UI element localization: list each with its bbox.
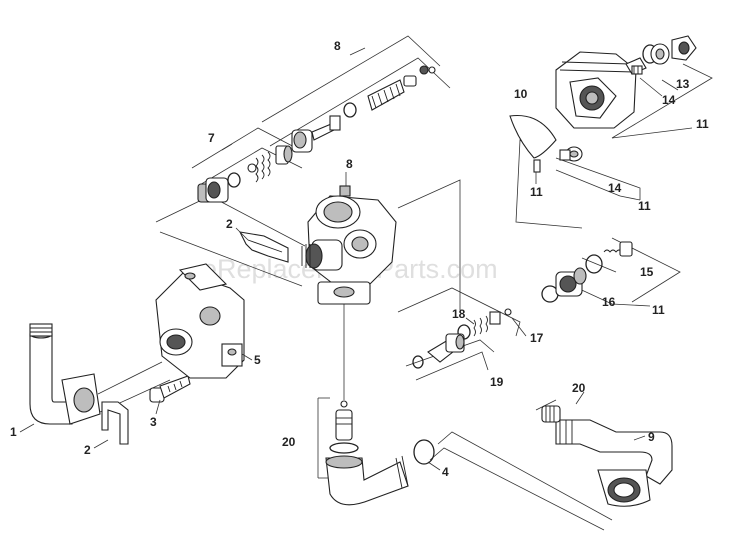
- label-5: 5: [254, 353, 261, 367]
- label-19: 19: [490, 375, 504, 389]
- leader-lines: [97, 35, 713, 531]
- label-4: 4: [442, 465, 449, 479]
- nozzle-part-20-upper: [541, 405, 561, 423]
- label-8-top: 8: [334, 39, 341, 53]
- nozzle-part-20-lower: [329, 400, 359, 454]
- oring-part-4: [413, 439, 435, 465]
- part-labels: 1 2 2 3 4 5 7 8 8 9 10 11 11 11 11 13 14…: [10, 39, 709, 479]
- label-15: 15: [640, 265, 654, 279]
- lance-tube-part-9: [555, 419, 673, 507]
- label-3: 3: [150, 415, 157, 429]
- inlet-elbow-part: [29, 323, 101, 425]
- valve-part-19: [412, 333, 465, 369]
- label-2-lower: 2: [84, 443, 91, 457]
- outlet-elbow-part: [325, 455, 409, 506]
- fitting-part-16: [541, 267, 587, 303]
- shield-part-10: [509, 114, 557, 173]
- label-11-a: 11: [696, 117, 709, 131]
- label-18: 18: [452, 307, 466, 321]
- cap-part-13: [642, 35, 697, 65]
- clip-part-upper: [239, 231, 289, 263]
- label-11-b: 11: [530, 185, 543, 199]
- screw-part: [149, 375, 191, 403]
- valve-kit-part-8: [291, 65, 436, 153]
- label-7: 7: [208, 131, 215, 145]
- label-20-upper: 20: [572, 381, 586, 395]
- label-11-d: 11: [652, 303, 665, 317]
- seat-part-14-lower: [559, 146, 583, 162]
- pump-head-part: [555, 51, 647, 129]
- label-9: 9: [648, 430, 655, 444]
- label-14-lower: 14: [608, 181, 622, 195]
- label-1: 1: [10, 425, 17, 439]
- label-10: 10: [514, 87, 528, 101]
- label-13: 13: [676, 77, 690, 91]
- spring-part-18: [457, 311, 501, 340]
- ball-part-17: [504, 308, 512, 316]
- label-14-upper: 14: [662, 93, 676, 107]
- label-16: 16: [602, 295, 616, 309]
- label-2-upper: 2: [226, 217, 233, 231]
- main-manifold-housing: [301, 185, 397, 305]
- valve-kit-part-7: [197, 145, 293, 203]
- label-17: 17: [530, 331, 544, 345]
- seat-part-14-upper: [631, 65, 643, 75]
- valve-part-15: [585, 241, 633, 274]
- label-11-c: 11: [638, 199, 651, 213]
- inlet-housing-part: [155, 263, 245, 379]
- label-8-mid: 8: [346, 157, 353, 171]
- label-leaders: [19, 172, 646, 471]
- label-20-lower: 20: [282, 435, 296, 449]
- clip-part-lower: [101, 401, 129, 445]
